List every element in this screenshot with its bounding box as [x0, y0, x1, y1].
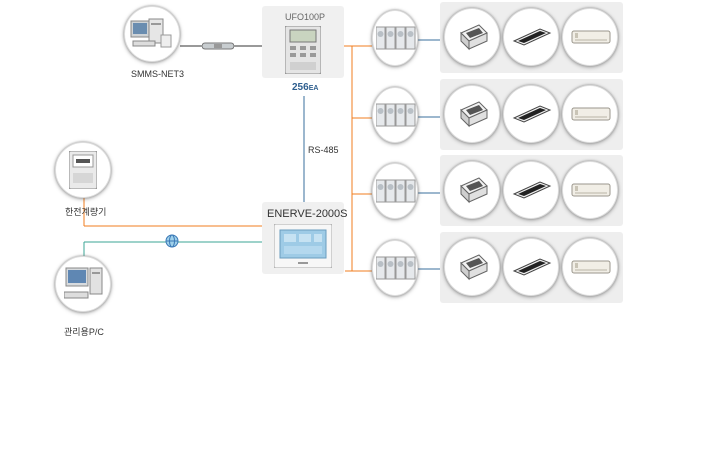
one-way-cassette-icon	[512, 181, 552, 199]
enerve-title: ENERVE-2000S	[267, 208, 348, 220]
outdoor-unit-node	[372, 87, 418, 143]
touch-panel-controller-icon	[274, 224, 332, 268]
indoor-unit-node	[562, 238, 618, 296]
outdoor-unit-icon	[376, 256, 416, 280]
indoor-unit-node	[562, 85, 618, 143]
indoor-units-panel	[440, 2, 623, 73]
controller-device-icon	[285, 26, 321, 74]
management-pc-icon	[64, 267, 103, 299]
wall-mounted-unit-icon	[571, 183, 611, 197]
ufo-count-unit: EA	[308, 85, 319, 92]
indoor-units-panel	[440, 155, 623, 226]
indoor-unit-node	[503, 161, 559, 219]
indoor-unit-node	[503, 238, 559, 296]
outdoor-unit-node	[372, 10, 418, 66]
meter-label: 한전계량기	[65, 207, 107, 217]
ufo100p-box: UFO100P	[262, 6, 344, 78]
pc-label: 관리용P/C	[64, 327, 104, 337]
outdoor-unit-icon	[376, 179, 416, 203]
wall-mounted-unit-icon	[571, 260, 611, 274]
outdoor-unit-icon	[376, 103, 416, 127]
indoor-unit-node	[562, 8, 618, 66]
desktop-computer-icon	[130, 18, 172, 48]
one-way-cassette-icon	[512, 258, 552, 276]
four-way-cassette-icon	[460, 254, 488, 281]
outdoor-unit-node	[372, 163, 418, 219]
enerve-box: ENERVE-2000S	[262, 202, 348, 274]
signal-converter-icon	[202, 42, 234, 50]
indoor-unit-node	[444, 85, 500, 143]
indoor-unit-node	[562, 161, 618, 219]
network-globe-icon	[165, 234, 179, 248]
management-pc-node	[55, 256, 111, 312]
wall-mounted-unit-icon	[571, 107, 611, 121]
indoor-unit-node	[503, 8, 559, 66]
rs485-label: RS-485	[308, 145, 339, 155]
four-way-cassette-icon	[460, 177, 488, 204]
power-meter-node	[55, 142, 111, 198]
indoor-units-panel	[440, 79, 623, 150]
indoor-unit-node	[444, 161, 500, 219]
smms-label: SMMS-NET3	[131, 69, 185, 79]
four-way-cassette-icon	[460, 101, 488, 128]
smms-computer-node	[124, 6, 180, 62]
wall-mounted-unit-icon	[571, 30, 611, 44]
indoor-units-panel	[440, 232, 623, 303]
ufo-count-value: 256	[292, 82, 309, 93]
indoor-unit-node	[444, 8, 500, 66]
outdoor-unit-icon	[376, 26, 416, 50]
ufo100p-title: UFO100P	[285, 12, 326, 22]
power-meter-icon	[69, 151, 97, 189]
indoor-unit-node	[444, 238, 500, 296]
ufo-count-label: 256EA	[292, 82, 318, 93]
one-way-cassette-icon	[512, 28, 552, 46]
indoor-unit-node	[503, 85, 559, 143]
four-way-cassette-icon	[460, 24, 488, 51]
outdoor-unit-node	[372, 240, 418, 296]
one-way-cassette-icon	[512, 105, 552, 123]
